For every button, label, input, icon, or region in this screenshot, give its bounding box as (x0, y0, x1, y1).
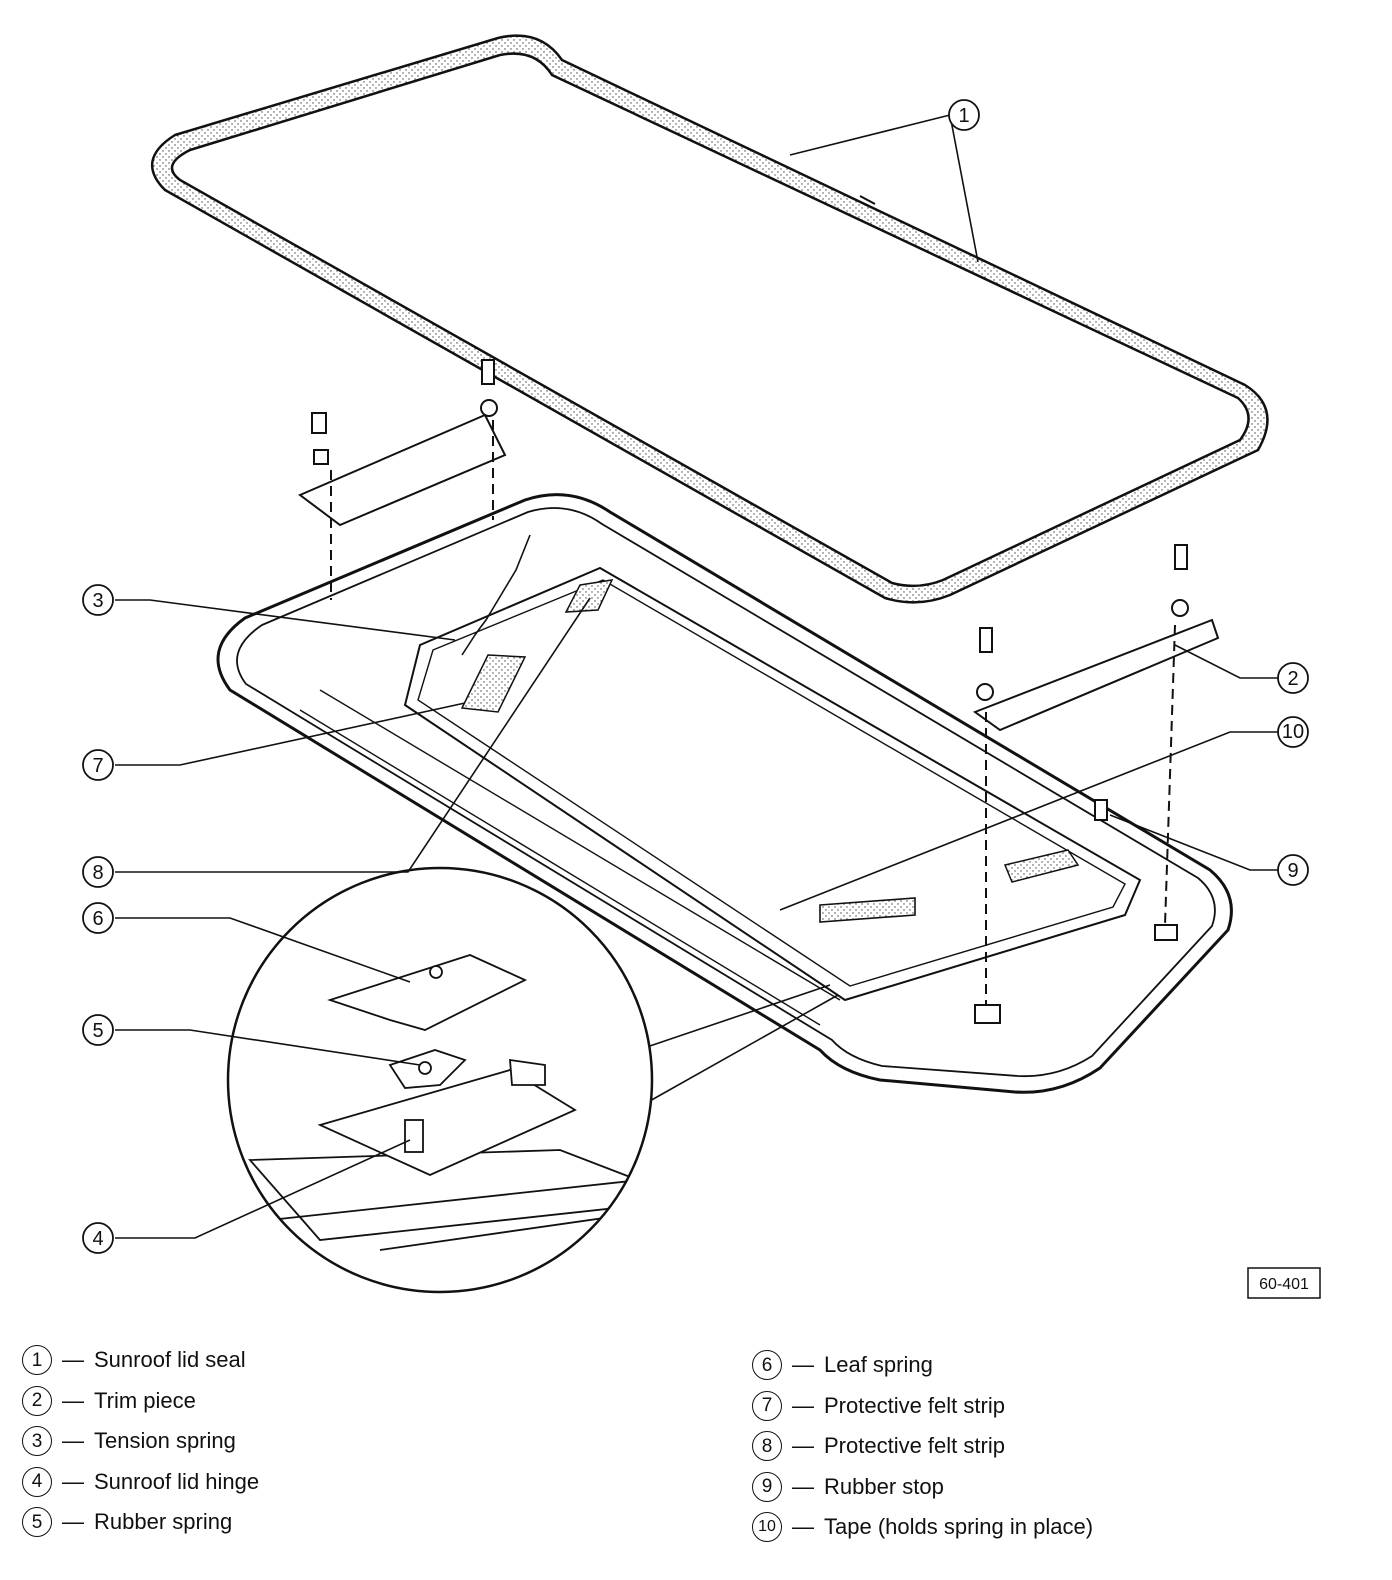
exploded-parts-diagram: 1 2 3 4 5 6 7 8 9 10 60-401 (82, 34, 1321, 1299)
callout-9-number: 9 (1287, 860, 1298, 882)
callout-3-number: 3 (92, 590, 103, 612)
callout-5: 5 (82, 1014, 114, 1046)
legend-number: 6 (752, 1350, 782, 1381)
legend-label: Rubber stop (824, 1473, 944, 1499)
callout-10: 10 (1277, 716, 1309, 748)
legend-number: 9 (752, 1471, 782, 1502)
legend-dash: — (792, 1392, 814, 1418)
legend-item-7: 7 — Protective felt strip (752, 1386, 1093, 1427)
callout-1-number: 1 (958, 105, 969, 127)
legend-number: 3 (22, 1426, 52, 1457)
figure-id: 60-401 (1259, 1276, 1309, 1293)
callout-2: 2 (1277, 662, 1309, 694)
legend-dash: — (62, 1347, 84, 1372)
legend-item-10: 10 — Tape (holds spring in place) (752, 1507, 1093, 1548)
callout-4-number: 4 (92, 1228, 103, 1250)
legend-dash: — (62, 1387, 84, 1413)
left-hinge-assembly (298, 359, 507, 600)
callout-3: 3 (82, 584, 114, 616)
legend-item-1: 1 — Sunroof lid seal (22, 1340, 259, 1381)
legend-number: 5 (22, 1507, 52, 1538)
callout-7: 7 (82, 749, 114, 781)
legend-item-2: 2 — Trim piece (22, 1381, 259, 1422)
callout-7-number: 7 (92, 755, 103, 777)
legend-label: Leaf spring (824, 1352, 933, 1377)
callout-2-number: 2 (1287, 668, 1298, 690)
legend-label: Protective felt strip (824, 1433, 1005, 1458)
legend-dash: — (62, 1428, 84, 1453)
figure-id-box: 60-401 (1247, 1267, 1321, 1299)
callout-1: 1 (948, 99, 980, 131)
legend-right-column: 6 — Leaf spring 7 — Protective felt stri… (752, 1345, 1093, 1548)
zoom-connector (637, 984, 839, 1103)
legend-label: Sunroof lid seal (94, 1347, 246, 1372)
legend-number: 1 (22, 1345, 52, 1376)
legend-dash: — (792, 1473, 814, 1499)
sunroof-lid-seal (150, 34, 1269, 604)
legend-item-6: 6 — Leaf spring (752, 1345, 1093, 1386)
callout-8: 8 (82, 856, 114, 888)
leader-lines (115, 114, 1278, 1239)
legend-left-column: 1 — Sunroof lid seal 2 — Trim piece 3 — … (22, 1340, 259, 1543)
right-trim-piece (972, 544, 1220, 1024)
legend-label: Rubber spring (94, 1509, 233, 1534)
legend-label: Tension spring (94, 1428, 236, 1453)
legend-item-8: 8 — Protective felt strip (752, 1426, 1093, 1467)
legend-dash: — (792, 1514, 814, 1539)
legend-label: Sunroof lid hinge (94, 1468, 260, 1494)
legend-dash: — (62, 1509, 84, 1534)
callout-9: 9 (1277, 854, 1309, 886)
tension-springs (461, 534, 916, 923)
legend-dash: — (62, 1468, 84, 1494)
legend-number: 8 (752, 1431, 782, 1462)
legend-item-5: 5 — Rubber spring (22, 1502, 259, 1543)
legend-dash: — (792, 1352, 814, 1377)
legend-item-4: 4 — Sunroof lid hinge (22, 1462, 259, 1503)
legend-number: 10 (752, 1512, 782, 1543)
callout-8-number: 8 (92, 862, 103, 884)
callout-10-number: 10 (1282, 721, 1304, 743)
callout-4: 4 (82, 1222, 114, 1254)
sunroof-lid-frame (216, 493, 1233, 1094)
legend-label: Tape (holds spring in place) (824, 1514, 1094, 1539)
legend-label: Trim piece (94, 1387, 196, 1413)
legend-dash: — (792, 1433, 814, 1458)
callout-6: 6 (82, 902, 114, 934)
protective-felt-strips (460, 579, 1080, 883)
legend-item-3: 3 — Tension spring (22, 1421, 259, 1462)
hinge-detail-zoom (226, 866, 654, 1294)
callout-6-number: 6 (92, 908, 103, 930)
legend-number: 7 (752, 1390, 782, 1421)
legend-item-9: 9 — Rubber stop (752, 1467, 1093, 1508)
legend-number: 2 (22, 1385, 52, 1416)
legend-label: Protective felt strip (824, 1392, 1005, 1418)
callout-5-number: 5 (92, 1020, 103, 1042)
legend-number: 4 (22, 1466, 52, 1497)
